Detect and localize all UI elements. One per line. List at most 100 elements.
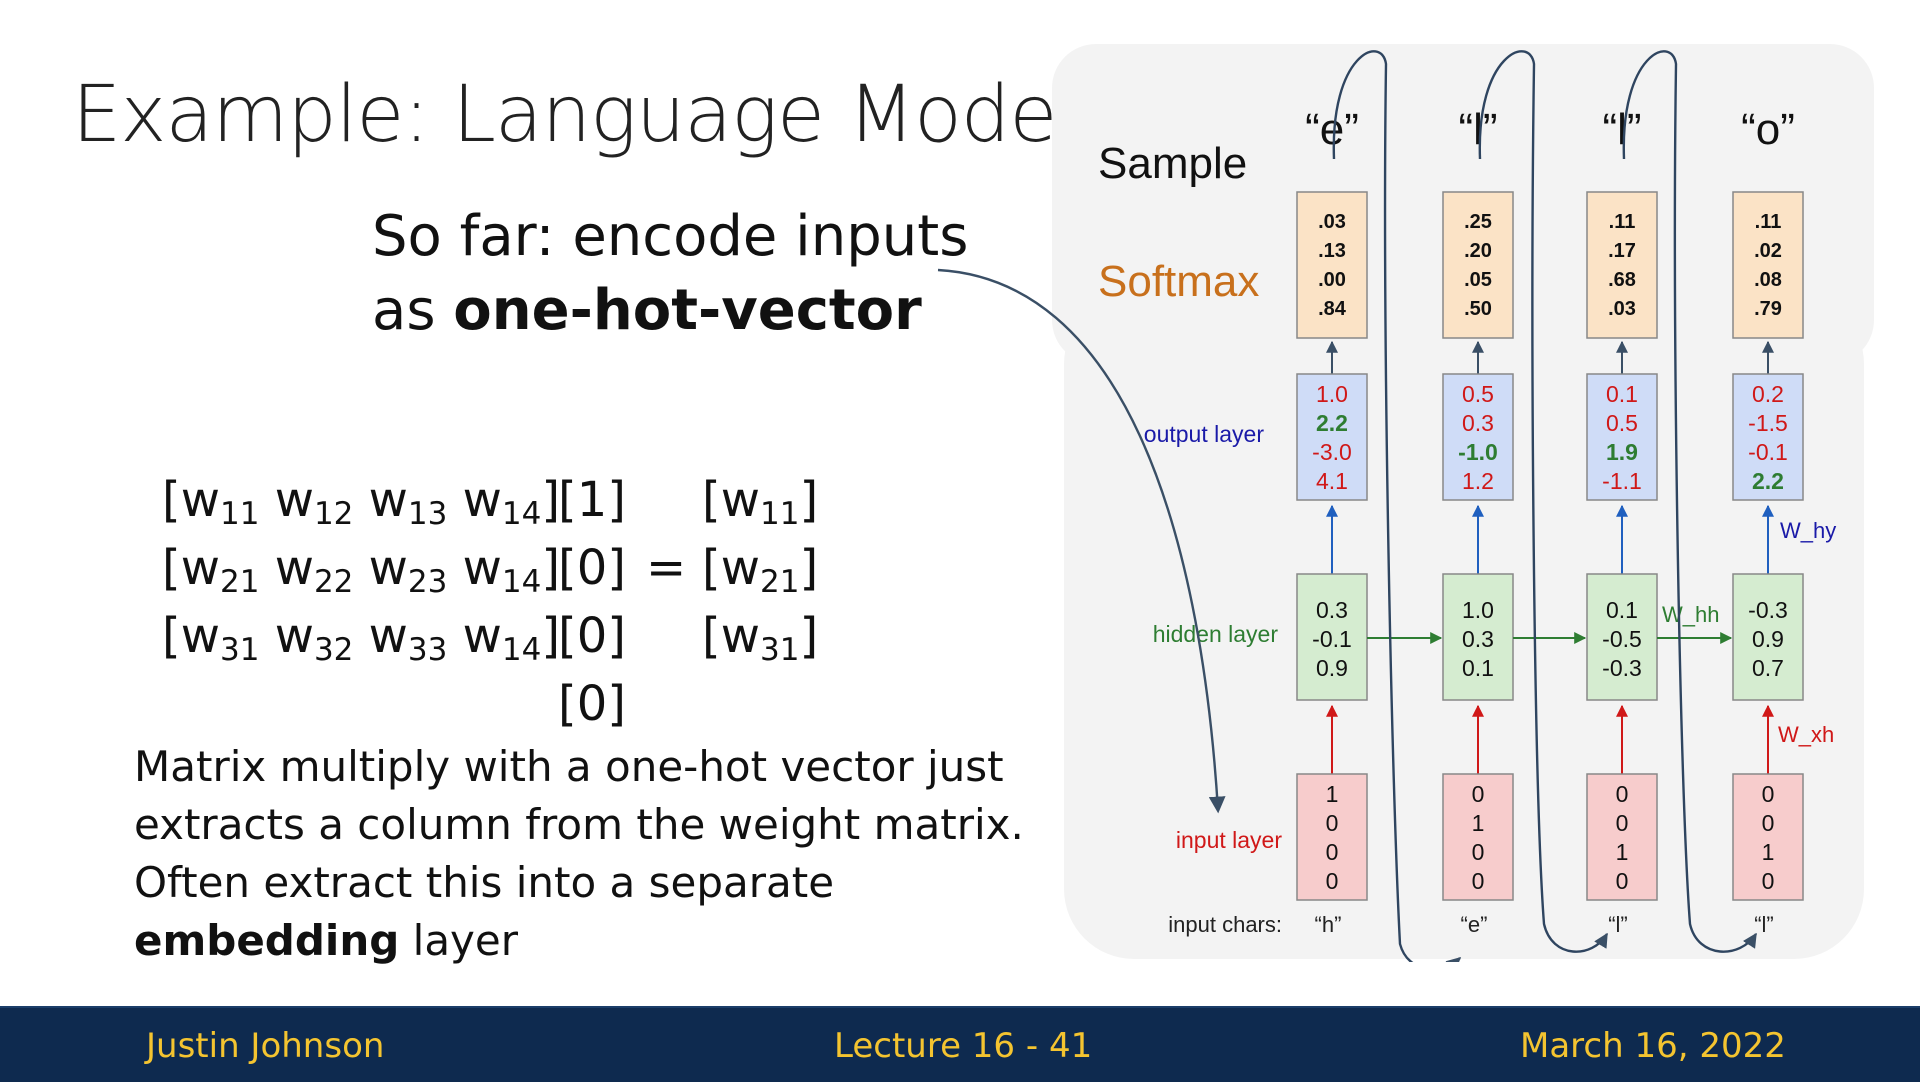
w-hh-label: W_hh <box>1662 602 1719 627</box>
input-box <box>1732 773 1804 901</box>
softmax-value: .20 <box>1464 240 1492 262</box>
softmax-value: .17 <box>1608 240 1636 262</box>
output-value: 0.1 <box>1606 381 1638 407</box>
so-far-line-2: as one-hot-vector <box>372 278 922 343</box>
input-value: 1 <box>1472 810 1485 836</box>
output-box <box>1586 373 1658 501</box>
input-box <box>1442 773 1514 901</box>
input-value: 0 <box>1762 781 1775 807</box>
input-value: 0 <box>1472 868 1485 894</box>
input-value: 0 <box>1616 868 1629 894</box>
feedback-loop-arrow <box>1622 50 1758 953</box>
description-line: Matrix multiply with a one-hot vector ju… <box>134 742 1004 791</box>
footer-date: March 16, 2022 <box>1520 1026 1786 1066</box>
input-value: 0 <box>1326 810 1339 836</box>
input-chars-label: input chars: <box>1168 912 1282 937</box>
softmax-box <box>1732 191 1804 339</box>
hidden-value: -0.5 <box>1602 626 1642 652</box>
softmax-value: .79 <box>1754 298 1782 320</box>
sample-label: Sample <box>1098 139 1247 188</box>
equals-sign: = <box>646 540 687 596</box>
softmax-box <box>1296 191 1368 339</box>
softmax-value: .02 <box>1754 240 1782 262</box>
hidden-value: 0.9 <box>1316 655 1348 681</box>
one-hot-entry: [0] <box>558 608 626 664</box>
w-hy-label: W_hy <box>1780 518 1836 543</box>
input-layer-label: input layer <box>1176 827 1282 853</box>
feedback-loop-arrow <box>1478 50 1609 953</box>
w-xh-label: W_xh <box>1778 722 1834 747</box>
footer-author: Justin Johnson <box>146 1026 385 1066</box>
one-hot-entry: [0] <box>558 676 626 732</box>
output-value: -1.5 <box>1748 410 1788 436</box>
input-value: 0 <box>1472 781 1485 807</box>
output-value: 0.5 <box>1606 410 1638 436</box>
output-value: 0.5 <box>1462 381 1494 407</box>
softmax-box <box>1442 191 1514 339</box>
hidden-value: 1.0 <box>1462 597 1494 623</box>
hidden-box <box>1586 573 1658 701</box>
sample-char: “l” <box>1602 105 1641 154</box>
output-value: -3.0 <box>1312 439 1352 465</box>
output-value: 1.9 <box>1606 439 1638 465</box>
input-char: “l” <box>1754 912 1774 937</box>
description-line: embedding layer <box>134 916 519 965</box>
hidden-value: 0.1 <box>1606 597 1638 623</box>
input-value: 1 <box>1326 781 1339 807</box>
input-value: 1 <box>1762 839 1775 865</box>
result-entry: [w21] <box>702 540 819 600</box>
one-hot-entry: [1] <box>558 472 626 528</box>
one-hot-vector-term: one-hot-vector <box>453 278 922 343</box>
footer-lecture: Lecture 16 - 41 <box>834 1026 1093 1066</box>
one-hot-entry: [0] <box>558 540 626 596</box>
softmax-value: .25 <box>1464 211 1492 233</box>
output-layer-label: output layer <box>1144 421 1265 447</box>
weight-row: [w11 w12 w13 w14] <box>162 472 561 532</box>
result-entry: [w31] <box>702 608 819 668</box>
input-box <box>1296 773 1368 901</box>
output-value: 0.2 <box>1752 381 1784 407</box>
input-char: “h” <box>1315 912 1342 937</box>
weight-row: [w31 w32 w33 w14] <box>162 608 561 668</box>
softmax-label: Softmax <box>1098 257 1259 306</box>
softmax-value: .13 <box>1318 240 1346 262</box>
description-text: Matrix multiply with a one-hot vector ju… <box>134 738 1024 970</box>
softmax-value: .03 <box>1608 298 1636 320</box>
sample-char: “o” <box>1741 105 1795 154</box>
output-box <box>1296 373 1368 501</box>
input-value: 0 <box>1472 839 1485 865</box>
output-value: 1.0 <box>1316 381 1348 407</box>
description-line: Often extract this into a separate <box>134 858 835 907</box>
so-far-text: So far: encode inputs as one-hot-vector <box>372 200 968 348</box>
softmax-box <box>1586 191 1658 339</box>
input-value: 0 <box>1616 781 1629 807</box>
hidden-value: 0.3 <box>1316 597 1348 623</box>
hidden-value: 0.1 <box>1462 655 1494 681</box>
sample-char: “e” <box>1305 105 1359 154</box>
slide-title: Example: Language Modeling <box>72 70 1193 160</box>
softmax-value: .00 <box>1318 269 1346 291</box>
input-char: “l” <box>1608 912 1628 937</box>
hidden-value: 0.9 <box>1752 626 1784 652</box>
softmax-value: .05 <box>1464 269 1492 291</box>
weight-row: [w21 w22 w23 w14] <box>162 540 561 600</box>
hidden-layer-label: hidden layer <box>1153 621 1279 647</box>
hidden-value: -0.3 <box>1748 597 1788 623</box>
input-value: 0 <box>1616 810 1629 836</box>
hidden-value: 0.3 <box>1462 626 1494 652</box>
output-value: 0.3 <box>1462 410 1494 436</box>
input-value: 0 <box>1762 810 1775 836</box>
softmax-value: .50 <box>1464 298 1492 320</box>
description-line: extracts a column from the weight matrix… <box>134 800 1024 849</box>
hidden-value: -0.1 <box>1312 626 1352 652</box>
result-entry: [w11] <box>702 472 819 532</box>
hidden-value: -0.3 <box>1602 655 1642 681</box>
embedding-term: embedding <box>134 916 400 965</box>
output-value: 2.2 <box>1752 468 1784 494</box>
footer-bar: Justin Johnson Lecture 16 - 41 March 16,… <box>0 1006 1920 1082</box>
output-value: 1.2 <box>1462 468 1494 494</box>
input-value: 1 <box>1616 839 1629 865</box>
output-box <box>1442 373 1514 501</box>
input-char: “e” <box>1461 912 1488 937</box>
input-value: 0 <box>1326 868 1339 894</box>
